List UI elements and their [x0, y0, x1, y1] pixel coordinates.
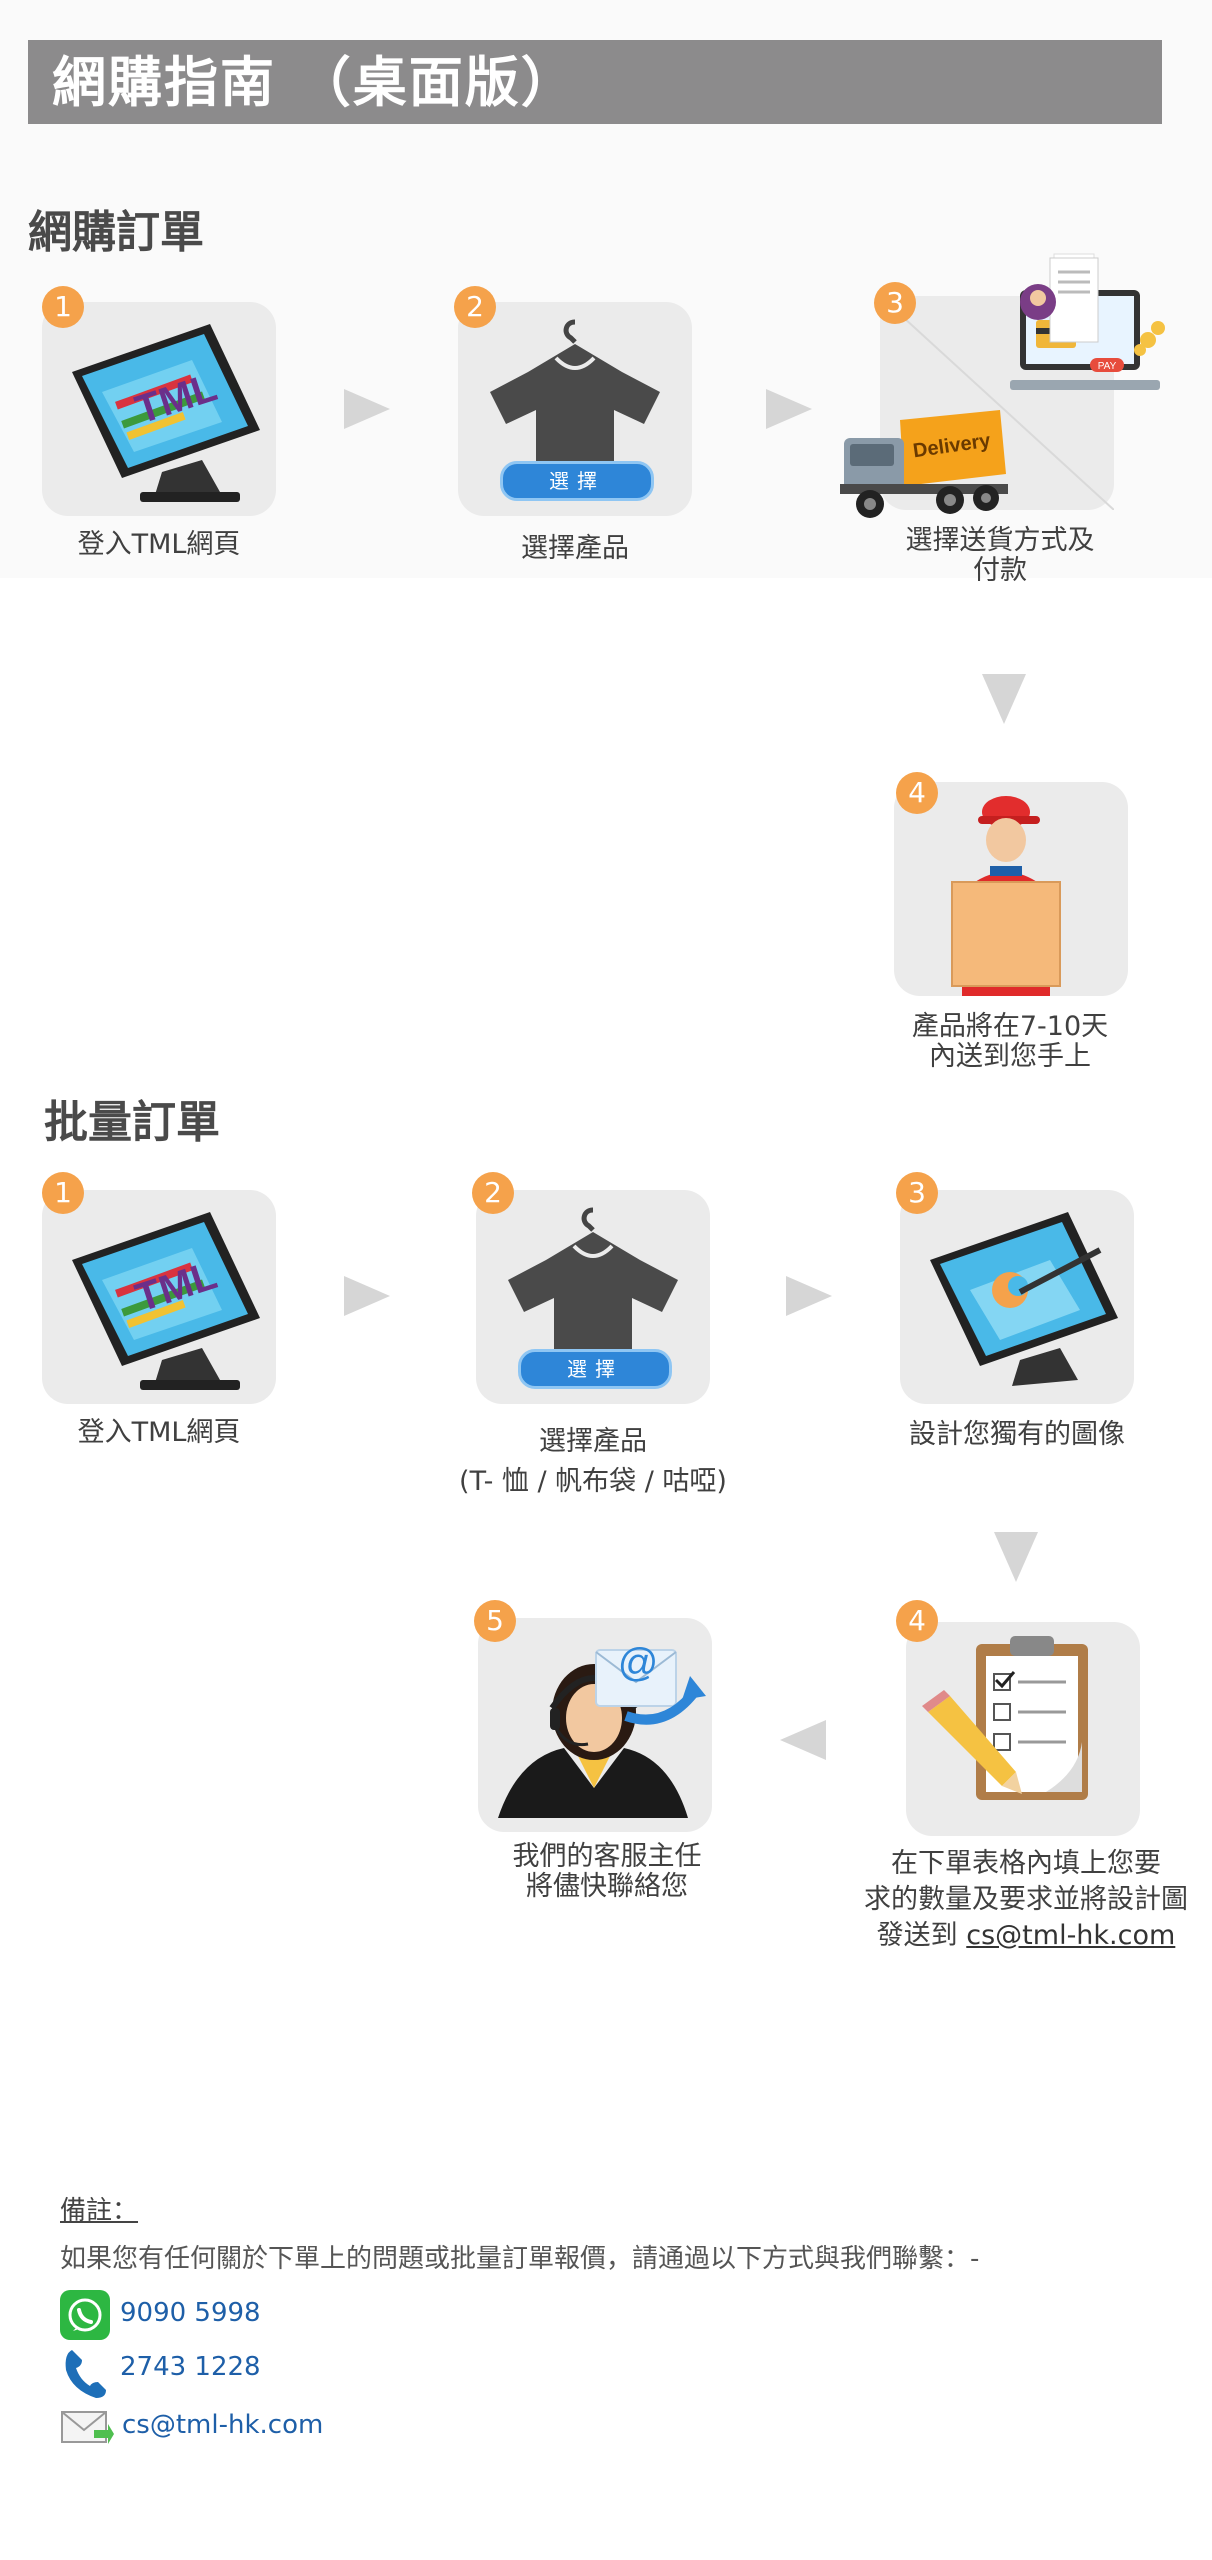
bulk-step-1-caption: 登入TML網頁 — [77, 1417, 241, 1448]
tshirt-icon — [508, 1207, 678, 1358]
bulk-step-3-caption: 設計您獨有的圖像 — [909, 1419, 1125, 1450]
page-title: 網購指南 （桌面版） — [52, 51, 577, 114]
online-step-4-caption: 產品將在7-10天 內送到您手上 — [870, 1012, 1150, 1072]
caption-line: (T- 恤 / 帆布袋 / 咕啞) — [459, 1466, 727, 1497]
svg-text:PAY: PAY — [1098, 361, 1117, 372]
arrow-right-icon — [344, 389, 390, 429]
delivery-person-icon — [951, 796, 1061, 996]
caption-line: 選擇產品 — [539, 1426, 647, 1457]
bulk-step-5-card — [478, 1618, 712, 1832]
arrow-right-icon — [344, 1276, 390, 1316]
delivery-truck-icon: Delivery — [840, 410, 1008, 518]
caption-line: 將儘快聯絡您 — [526, 1871, 688, 1902]
monitor-icon: TML — [72, 1212, 260, 1390]
bulk-step-2-caption: 選擇產品 (T- 恤 / 帆布袋 / 咕啞) — [430, 1422, 756, 1502]
laptop-payment-icon: PAY — [1010, 253, 1165, 390]
bulk-order-title: 批量訂單 — [44, 1097, 220, 1148]
caption-line: 內送到您手上 — [929, 1041, 1091, 1072]
online-step-2-caption: 選擇產品 — [521, 533, 629, 564]
step-number-badge: 2 — [472, 1172, 514, 1214]
email-link[interactable]: cs@tml-hk.com — [966, 1920, 1176, 1951]
caption-line: 產品將在7-10天 — [911, 1011, 1109, 1042]
select-button[interactable]: 選擇 — [518, 1349, 672, 1389]
step-number-badge: 5 — [474, 1600, 516, 1642]
step-number-badge: 2 — [454, 286, 496, 328]
caption-line: 選擇送貨方式及 — [905, 525, 1095, 556]
caption-line: 在下單表格內填上您要 — [891, 1848, 1161, 1879]
whatsapp-number[interactable]: 9090 5998 — [120, 2298, 261, 2328]
monitor-icon: TML — [72, 324, 260, 502]
step-number-badge: 1 — [42, 1172, 84, 1214]
svg-text:@: @ — [618, 1641, 659, 1685]
caption-text: 發送到 — [876, 1920, 967, 1951]
caption-line: 我們的客服主任 — [512, 1841, 702, 1872]
email-envelope-icon — [61, 2411, 114, 2444]
step-number-badge: 4 — [896, 772, 938, 814]
arrow-left-icon — [780, 1720, 826, 1760]
caption-line: 求的數量及要求並將設計圖 — [864, 1884, 1188, 1915]
page-header-bar — [28, 40, 1162, 124]
arrow-down-icon — [994, 1532, 1038, 1582]
step-number-badge: 1 — [42, 286, 84, 328]
arrow-down-icon — [982, 674, 1026, 724]
whatsapp-icon — [60, 2290, 110, 2340]
online-step-4-card — [894, 782, 1128, 996]
phone-icon — [65, 2350, 106, 2398]
caption-line: 付款 — [973, 555, 1027, 586]
step-number-badge: 3 — [896, 1172, 938, 1214]
online-step-3-caption: 選擇送貨方式及 付款 — [860, 526, 1140, 586]
step-number-badge: 3 — [874, 282, 916, 324]
bulk-step-5-caption: 我們的客服主任 將儘快聯絡您 — [462, 1842, 752, 1902]
bulk-step-4-caption: 在下單表格內填上您要 求的數量及要求並將設計圖 發送到 cs@tml-hk.co… — [846, 1846, 1206, 1954]
tshirt-icon — [490, 319, 660, 470]
arrow-right-icon — [786, 1276, 832, 1316]
notes-label: 備註： — [60, 2196, 139, 2226]
select-button[interactable]: 選擇 — [500, 461, 654, 501]
email-at-icon: @ — [595, 1641, 706, 1725]
design-tablet-icon — [930, 1212, 1118, 1386]
online-step-1-caption: 登入TML網頁 — [77, 529, 241, 560]
diagonal-line — [879, 295, 1115, 511]
clipboard-form-icon — [922, 1636, 1088, 1800]
notes-text: 如果您有任何關於下單上的問題或批量訂單報價，請通過以下方式與我們聯繫：- — [60, 2244, 980, 2274]
bulk-step-4-card — [906, 1622, 1140, 1836]
arrow-right-icon — [766, 389, 812, 429]
bulk-step-1-card: TML — [42, 1190, 276, 1404]
bulk-step-3-card — [900, 1190, 1134, 1404]
step-number-badge: 4 — [896, 1600, 938, 1642]
phone-number[interactable]: 2743 1228 — [120, 2352, 261, 2382]
online-order-title: 網購訂單 — [28, 207, 204, 258]
caption-line: 發送到 cs@tml-hk.com — [846, 1918, 1206, 1954]
online-step-1-card: TML — [42, 302, 276, 516]
email-address[interactable]: cs@tml-hk.com — [122, 2410, 324, 2440]
